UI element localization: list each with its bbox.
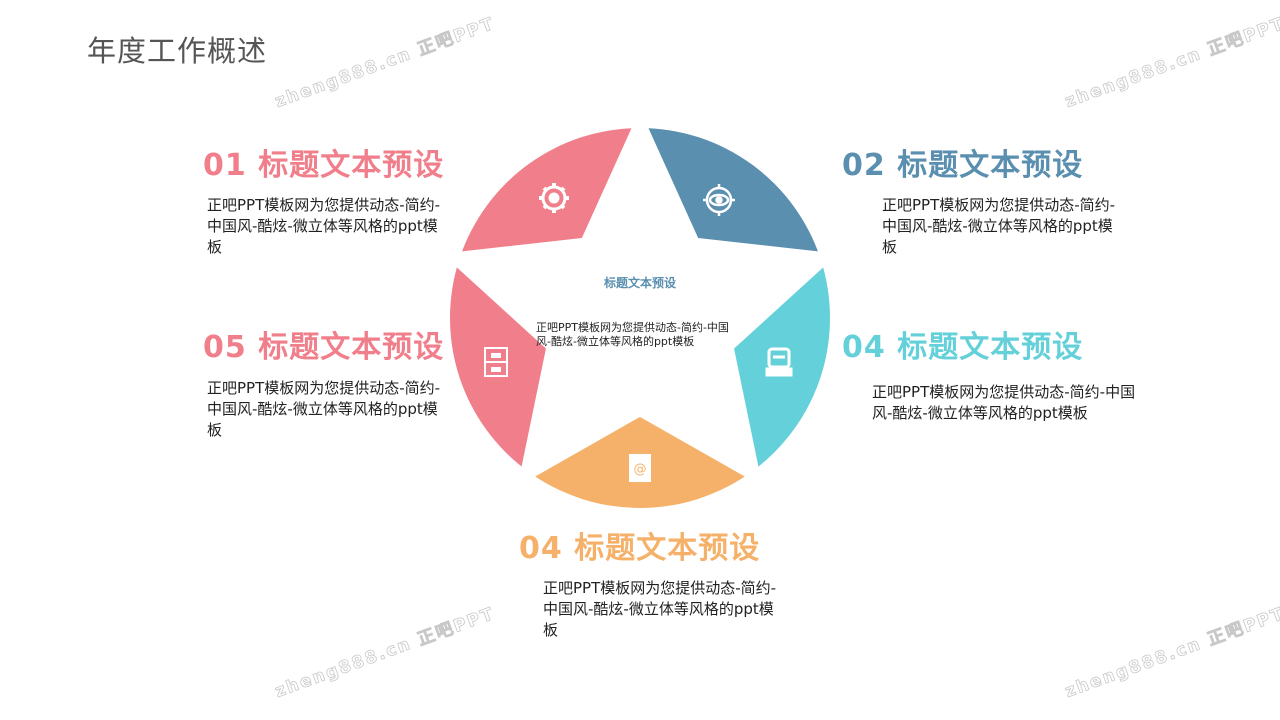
center-title: 标题文本预设 xyxy=(603,276,676,290)
address-book-icon: @ xyxy=(629,454,651,482)
item-04-right-body: 正吧PPT模板网为您提供动态-简约-中国风-酷炫-微立体等风格的ppt模板 xyxy=(872,383,1136,422)
printer-icon xyxy=(765,347,793,377)
center-star xyxy=(441,109,839,487)
page-title: 年度工作概述 xyxy=(87,34,268,68)
item-02-body: 正吧PPT模板网为您提供动态-简约-中国风-酷炫-微立体等风格的ppt模板 xyxy=(882,196,1116,256)
svg-text:@: @ xyxy=(634,462,647,477)
item-05-body: 正吧PPT模板网为您提供动态-简约-中国风-酷炫-微立体等风格的ppt模板 xyxy=(207,379,441,439)
cabinet-icon xyxy=(484,347,508,377)
target-eye-icon xyxy=(703,184,735,216)
gear-runner-icon xyxy=(539,183,569,213)
item-01-body: 正吧PPT模板网为您提供动态-简约-中国风-酷炫-微立体等风格的ppt模板 xyxy=(207,196,441,256)
center-body: 正吧PPT模板网为您提供动态-简约-中国风-酷炫-微立体等风格的ppt模板 xyxy=(536,321,729,348)
item-05-heading: 05 标题文本预设 xyxy=(203,330,445,365)
item-02-heading: 02 标题文本预设 xyxy=(842,148,1084,183)
item-04-bottom-heading: 04 标题文本预设 xyxy=(519,531,761,566)
item-04-bottom-body: 正吧PPT模板网为您提供动态-简约-中国风-酷炫-微立体等风格的ppt模板 xyxy=(543,579,777,639)
item-01-heading: 01 标题文本预设 xyxy=(203,148,445,183)
item-04-right-heading: 04 标题文本预设 xyxy=(842,330,1084,365)
